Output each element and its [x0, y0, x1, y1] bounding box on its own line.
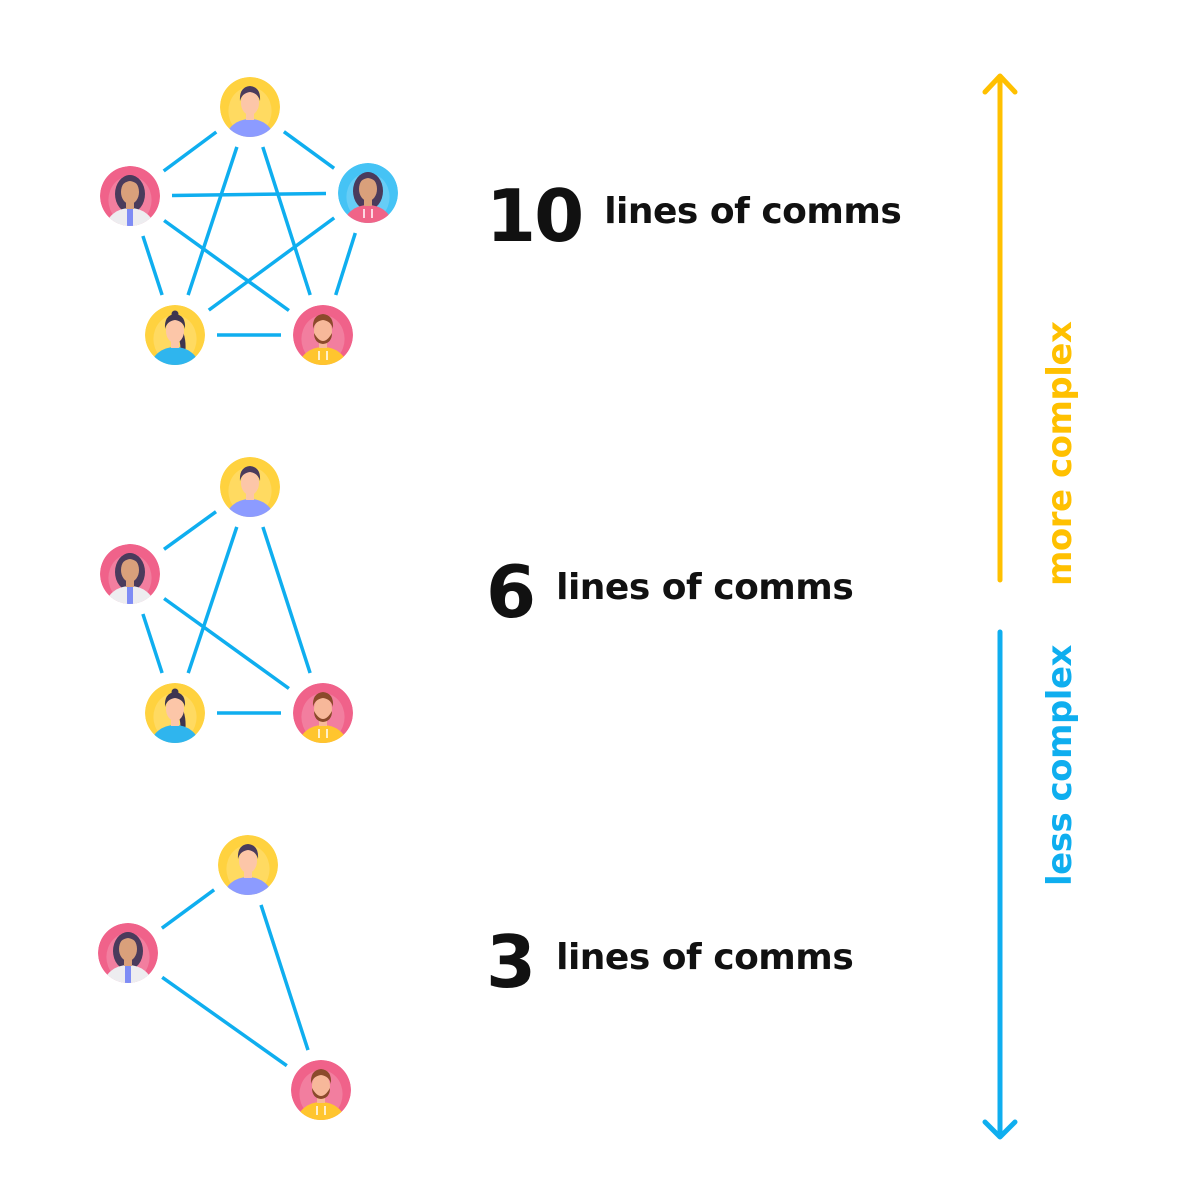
avatar-shirt	[106, 208, 154, 226]
avatar-shirt	[224, 877, 272, 895]
avatar-man-blue-shirt	[220, 77, 280, 137]
avatar-woman-ponytail	[145, 683, 205, 743]
avatar-face	[359, 177, 377, 201]
avatar-shirt	[151, 725, 199, 743]
comms-line	[163, 219, 290, 312]
comms-caption: lines of comms	[604, 191, 902, 232]
avatar-face	[314, 319, 332, 343]
avatar-hair	[164, 314, 186, 329]
comms-line	[141, 235, 164, 296]
comms-line	[261, 146, 312, 296]
avatar-face	[314, 697, 332, 721]
avatar-woman-white-coat	[100, 166, 160, 226]
avatar-face	[312, 1074, 330, 1098]
avatar-hair	[117, 932, 139, 947]
avatar-shirt	[226, 119, 274, 137]
comms-count: 10	[486, 174, 584, 258]
comms-caption: lines of comms	[556, 937, 854, 978]
comms-line	[334, 232, 357, 296]
avatar-face	[166, 697, 184, 721]
avatar-bearded-man	[291, 1060, 351, 1120]
avatar-face	[239, 849, 257, 873]
comms-line	[163, 597, 290, 690]
less-complex-label: less complex	[1040, 645, 1080, 886]
avatar-woman-ponytail	[145, 305, 205, 365]
avatar-shirt	[297, 1102, 345, 1120]
more-complex-label: more complex	[1040, 321, 1080, 586]
avatar-woman-white-coat	[100, 544, 160, 604]
less-complex-arrow-head-icon	[982, 1119, 1018, 1140]
avatar-shirt	[104, 965, 152, 983]
more-complex-arrow-head-icon	[982, 73, 1018, 95]
comms-line	[207, 216, 336, 312]
avatar-shirt	[226, 499, 274, 517]
avatar-hair	[119, 175, 141, 190]
avatar-face	[166, 319, 184, 343]
avatar-man-blue-shirt	[218, 835, 278, 895]
comms-caption: lines of comms	[556, 567, 854, 608]
comms-line	[160, 888, 216, 930]
comms-line	[186, 146, 239, 296]
avatar-shirt	[299, 725, 347, 743]
avatar-shirt	[344, 205, 392, 223]
avatar-hair	[312, 692, 334, 707]
comms-line	[162, 510, 218, 551]
comms-line	[162, 130, 218, 173]
avatar-hair	[119, 553, 141, 568]
avatar-hair	[164, 692, 186, 707]
avatar-shirt	[106, 586, 154, 604]
avatar-woman-pink-hoodie	[338, 163, 398, 223]
comms-line	[259, 904, 310, 1051]
comms-count: 6	[486, 550, 536, 634]
avatar-hair	[312, 314, 334, 329]
avatar-bearded-man	[293, 683, 353, 743]
avatar-woman-white-coat	[98, 923, 158, 983]
avatar-hair	[310, 1069, 332, 1084]
comms-line	[282, 130, 336, 170]
avatar-hair	[357, 172, 379, 187]
comms-line	[141, 613, 164, 674]
avatars-layer	[98, 77, 398, 1120]
avatar-hair	[239, 86, 261, 101]
avatar-hair	[237, 844, 259, 859]
comms-line	[186, 526, 239, 674]
avatar-face	[241, 91, 259, 115]
avatar-shirt	[151, 347, 199, 365]
avatar-man-blue-shirt	[220, 457, 280, 517]
avatar-hair	[239, 466, 261, 481]
complexity-scale	[982, 73, 1018, 1140]
avatar-face	[241, 471, 259, 495]
avatar-shirt	[299, 347, 347, 365]
links-layer	[141, 130, 357, 1068]
comms-count: 3	[486, 920, 536, 1004]
avatar-face	[119, 937, 137, 961]
comms-line	[161, 975, 288, 1068]
avatar-face	[121, 558, 139, 582]
comms-line	[261, 526, 312, 674]
comms-line	[171, 191, 327, 198]
avatar-bearded-man	[293, 305, 353, 365]
avatar-face	[121, 180, 139, 204]
